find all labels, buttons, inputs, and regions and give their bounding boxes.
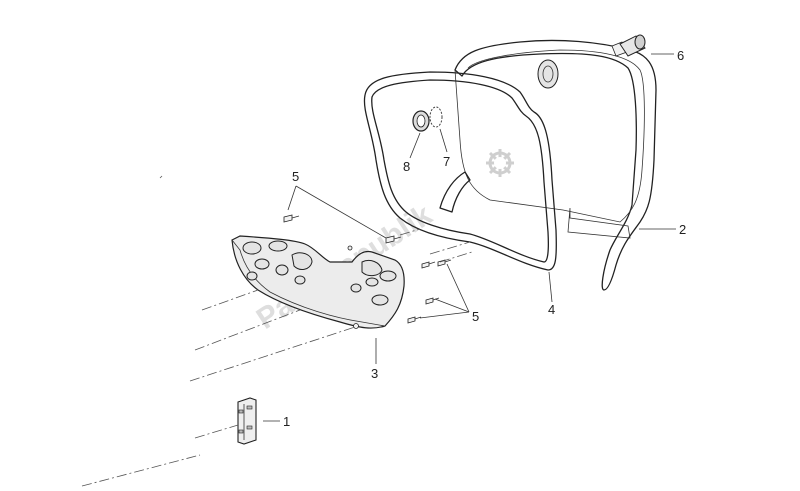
part-8-grommet (412, 110, 430, 132)
assembly-axes (81, 175, 473, 487)
callout-3: 3 (371, 366, 378, 381)
part-4-gasket (363, 71, 557, 271)
callout-7: 7 (443, 154, 450, 169)
screw (425, 297, 440, 305)
callout-5-right: 5 (472, 309, 479, 324)
screw (283, 214, 300, 223)
callout-2: 2 (679, 222, 686, 237)
part-7-ring (429, 106, 443, 128)
callouts: 1 2 3 4 5 5 6 7 8 (283, 48, 686, 429)
lock-hole (537, 59, 559, 89)
gear-icon (486, 149, 514, 177)
part-6-lock-cylinder (611, 34, 646, 57)
screw (385, 235, 402, 244)
part-2-glovebox-door (454, 39, 657, 291)
screw (421, 261, 436, 269)
part-1-clip (237, 397, 257, 445)
part-3-inner-panel (231, 235, 405, 329)
callout-1: 1 (283, 414, 290, 429)
part-5-screws (283, 214, 452, 324)
screw (437, 259, 452, 267)
callout-4: 4 (548, 302, 555, 317)
screw (407, 316, 422, 324)
callout-6: 6 (677, 48, 684, 63)
leader-lines (263, 53, 676, 422)
callout-5-top: 5 (292, 169, 299, 184)
callout-8: 8 (403, 159, 410, 174)
